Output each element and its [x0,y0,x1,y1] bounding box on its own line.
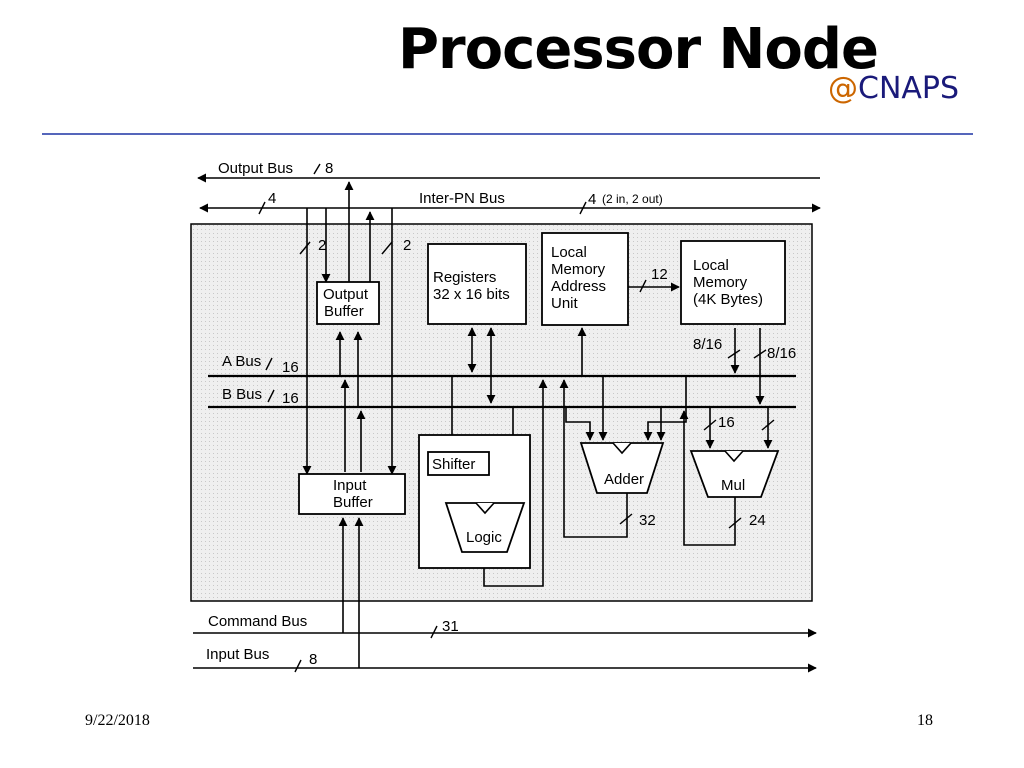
subtitle: @CNAPS [828,74,959,104]
lmau-block [541,232,629,326]
shifter-block [427,451,490,476]
input-buffer-block [298,473,406,515]
logic-unit [444,502,526,553]
mul-out [679,410,736,546]
subtitle-at: @ [828,71,858,106]
logic-label: Logic [466,529,502,546]
title-divider [42,133,973,135]
b-bus-label: B Bus [222,386,262,403]
page-title: Processor Node [398,17,879,82]
a-bus-width: 16 [282,359,299,376]
lmau-label-3: Address [551,278,606,295]
abus-to-adder-right [643,376,687,441]
registers-label-2: 32 x 16 bits [433,286,510,303]
ob-in-left-width: 2 [318,237,326,254]
mul-out-width: 24 [749,512,766,529]
output-buffer-label-1: Output [323,286,369,303]
lmau-to-mem-width: 12 [651,266,668,283]
inter-pn-width-left: 4 [268,190,276,207]
shifter-label: Shifter [432,456,475,473]
mem-out-right-width: 8/16 [767,345,796,362]
lmau-label-4: Unit [551,295,579,312]
input-buffer-label-1: Input [333,477,367,494]
mul-label: Mul [721,477,745,494]
bbus-to-adder [565,407,595,441]
adder-out [559,379,628,538]
local-memory-label-3: (4K Bytes) [693,291,763,308]
mul-notch [724,450,744,463]
adder-unit [579,442,665,494]
output-buffer-block [316,281,380,325]
slide-date: 9/22/2018 [85,712,150,729]
mul-unit [689,450,780,498]
output-bus-label: Output Bus [218,160,293,177]
lmau-label-1: Local [551,244,587,261]
slide-number: 18 [917,712,933,729]
adder-out-width: 32 [639,512,656,529]
adder-notch [612,442,632,455]
logic-to-abus [483,379,548,587]
inter-pn-note: (2 in, 2 out) [602,192,663,206]
input-bus-width: 8 [309,651,317,668]
local-memory-label-1: Local [693,257,729,274]
input-buffer-label-2: Buffer [333,494,373,511]
command-bus-label: Command Bus [208,613,307,630]
logic-notch [475,502,495,515]
output-buffer-label-2: Buffer [324,303,364,320]
a-bus-label: A Bus [222,353,261,370]
b-bus-width: 16 [282,390,299,407]
subtitle-cnaps: CNAPS [858,71,960,106]
adder-label: Adder [604,471,644,488]
inter-pn-width-right: 4 [588,191,596,208]
command-bus-width: 31 [442,618,459,635]
mem-out-left-width: 8/16 [693,336,722,353]
output-bus-width: 8 [325,160,333,177]
local-memory-label-2: Memory [693,274,748,291]
registers-block [427,243,527,325]
ob-in-right-width: 2 [403,237,411,254]
mul-in-width: 16 [718,414,735,431]
lmau-label-2: Memory [551,261,606,278]
inter-pn-bus-label: Inter-PN Bus [419,190,505,207]
input-bus-label: Input Bus [206,646,269,663]
local-memory-block [680,240,786,325]
registers-label-1: Registers [433,269,496,286]
